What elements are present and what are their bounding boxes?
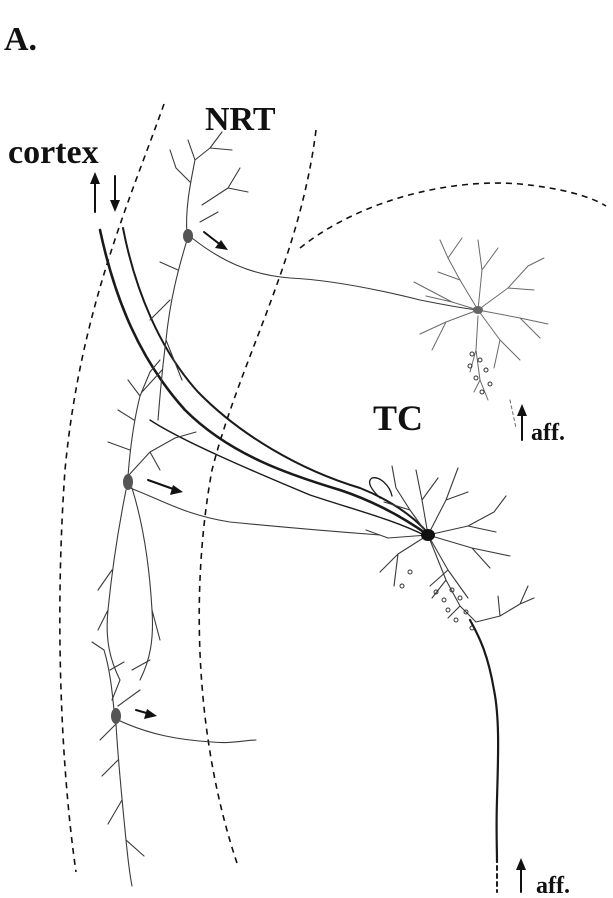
up-arrow-icon: [516, 858, 526, 892]
nrt-soma-middle: [123, 474, 133, 490]
aff-label-lower: aff.: [536, 873, 570, 898]
tc-neuron-upper: [414, 238, 548, 428]
right-arrow-icon: [148, 480, 183, 495]
cortex-label: cortex: [8, 134, 99, 171]
nrt-neuron-top: [142, 132, 478, 420]
right-arrow-icon: [204, 232, 228, 250]
cortex-nrt-boundary: [60, 104, 164, 872]
panel-label: A.: [4, 21, 37, 58]
tc-label: TC: [373, 398, 423, 438]
nrt-neuron-lower: [92, 642, 256, 886]
nrt-thalamus-boundary: [199, 130, 316, 866]
tc-neuron-main: [366, 466, 534, 892]
aff-label-upper: aff.: [531, 420, 565, 446]
nrt-label: NRT: [205, 101, 276, 138]
thalamus-outer-boundary: [300, 183, 606, 248]
right-arrow-icon: [136, 709, 157, 719]
nrt-neuron-middle: [98, 360, 380, 700]
up-down-arrows-icon: [90, 172, 120, 212]
up-arrow-icon: [517, 404, 527, 440]
nrt-soma-top: [183, 229, 193, 243]
nrt-soma-lower: [111, 708, 121, 724]
tc-soma-main: [421, 529, 435, 541]
